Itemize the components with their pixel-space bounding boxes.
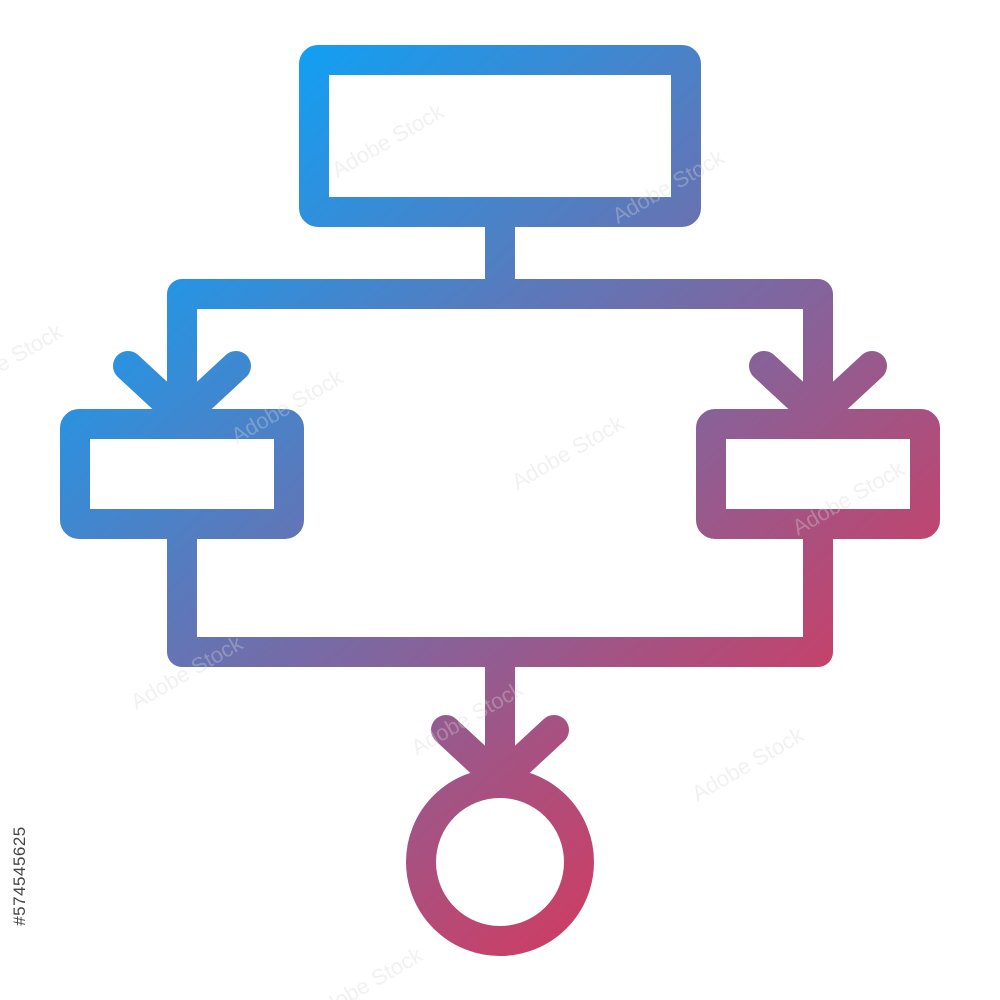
watermark-text: Adobe Stock [0,318,68,403]
end-terminal-circle [406,768,594,956]
watermark-text: Adobe Stock [306,942,427,1000]
watermark-text: Adobe Stock [507,410,628,495]
watermark-text: Adobe Stock [327,98,448,183]
upper-branch-line [167,279,833,415]
stock-id-label: #574545625 [10,826,29,926]
watermark-text: Adobe Stock [687,722,808,807]
lower-merge-line [167,509,833,667]
